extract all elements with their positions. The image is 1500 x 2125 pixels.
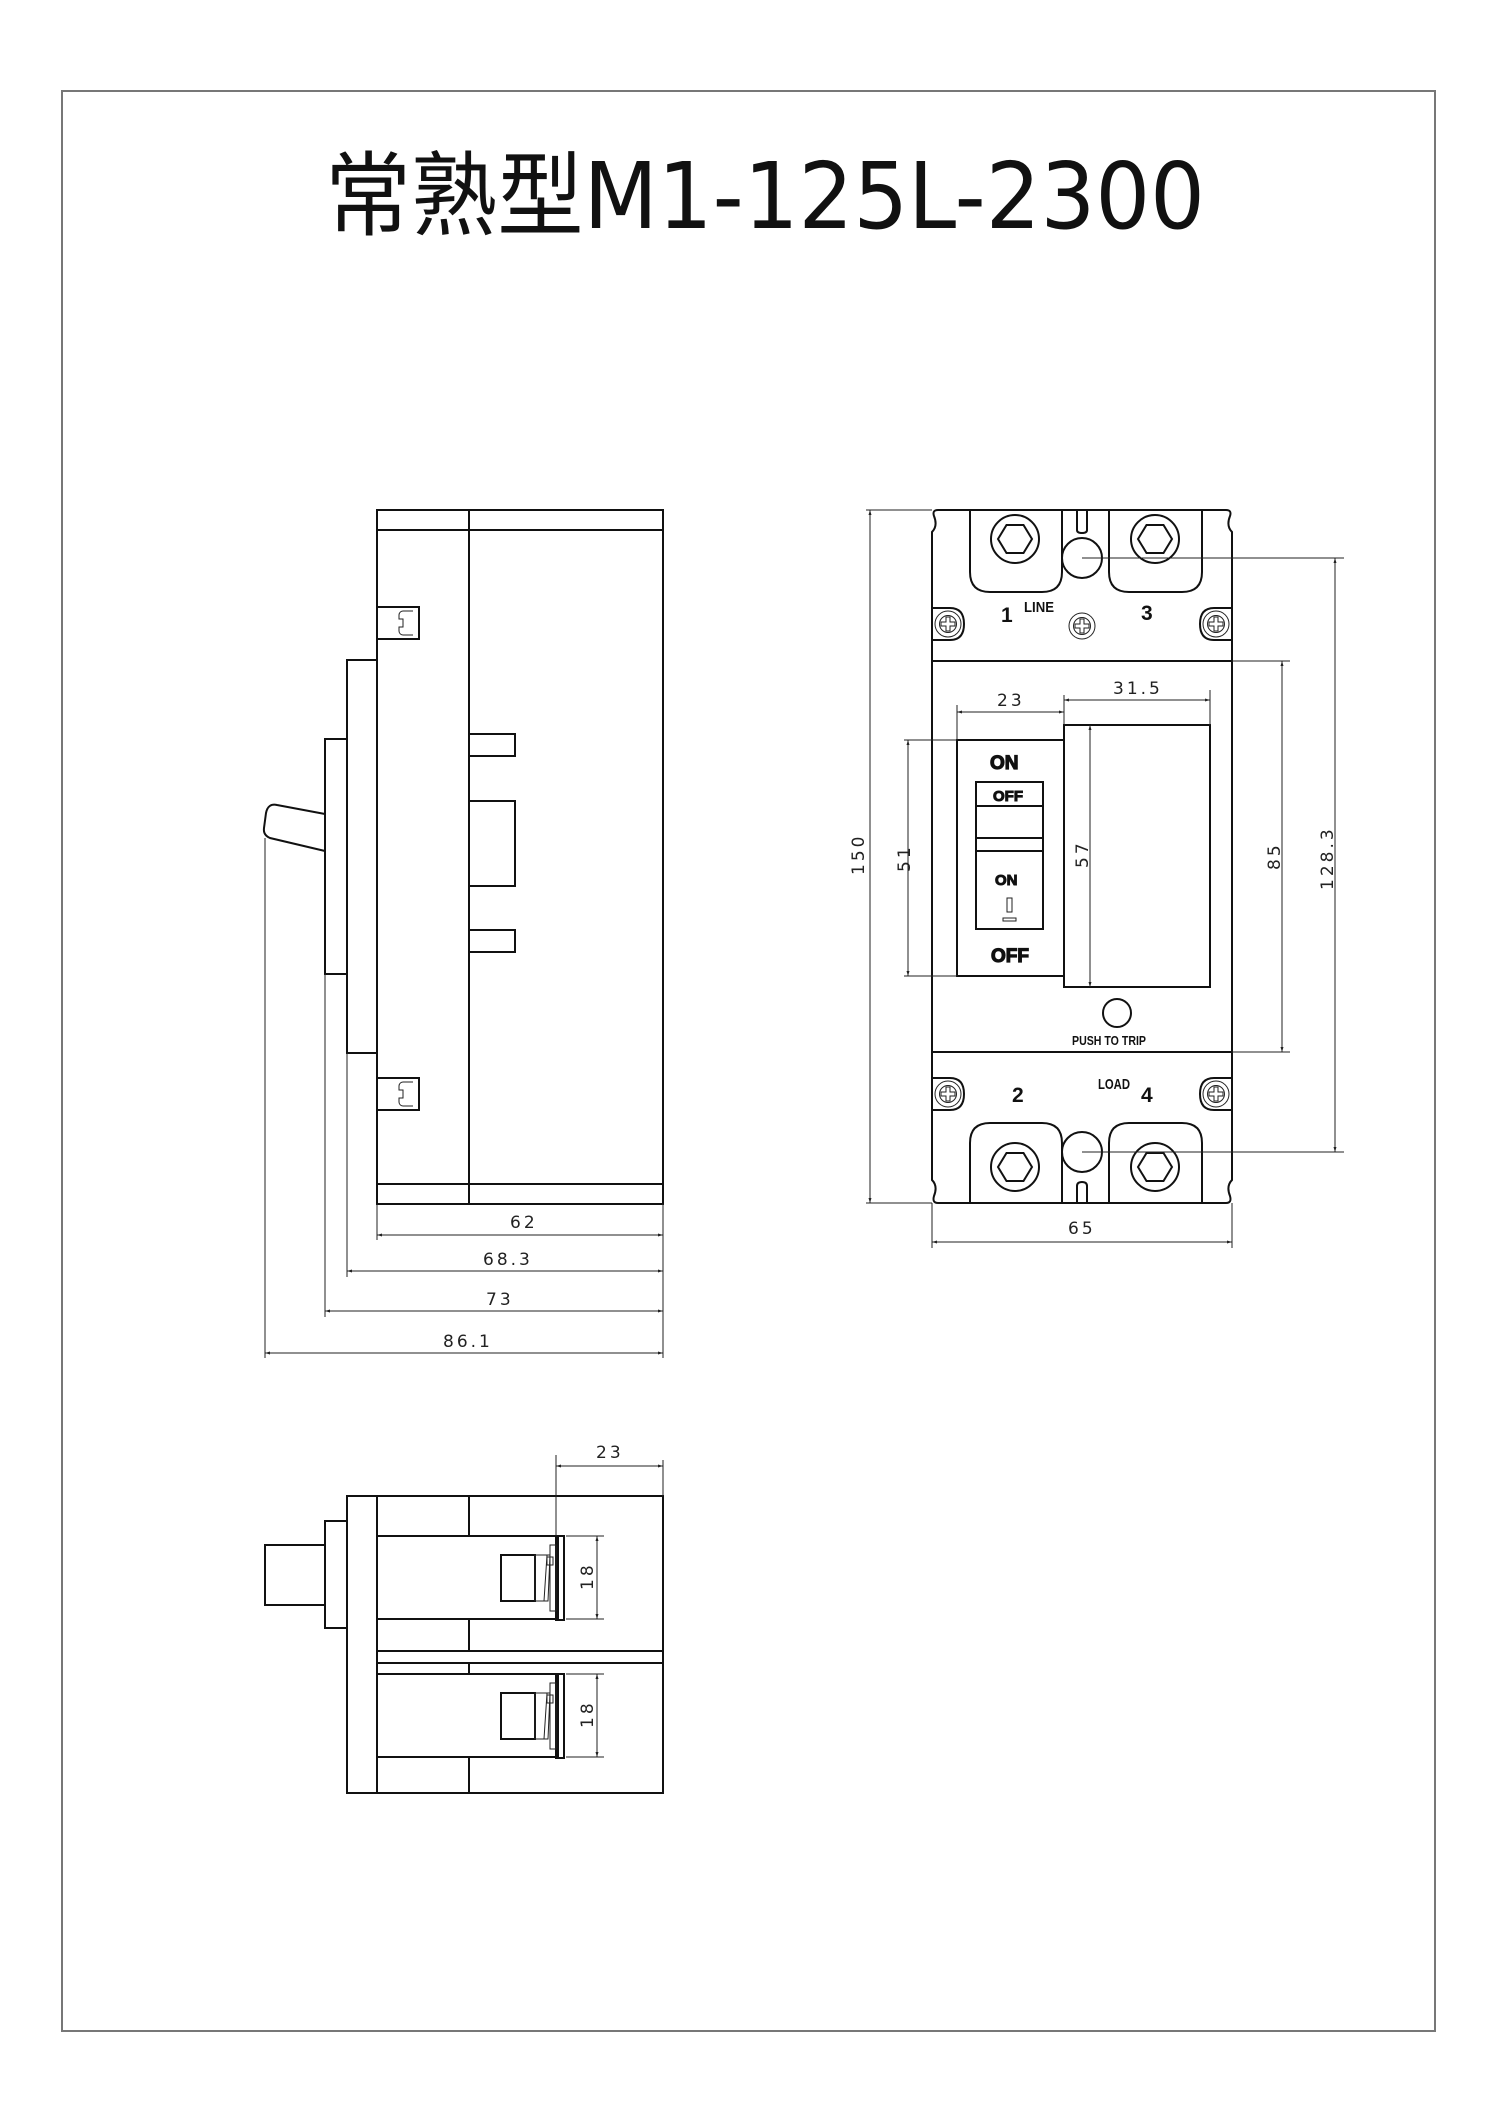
dim-bottom-18-upper: 18 (578, 1562, 598, 1590)
front-view: 1 LINE 3 ON OFF ON OFF PUSH TO TRIP 2 LO… (849, 509, 1344, 1248)
drawing-title: 常熟型M1-125L-2300 (325, 143, 1205, 250)
switch-off-bottom: OFF (991, 946, 1029, 967)
switch-off-top: OFF (993, 788, 1023, 805)
dim-front-65: 65 (1068, 1219, 1096, 1239)
dim-side-73: 73 (486, 1290, 514, 1310)
label-load: LOAD (1098, 1076, 1130, 1093)
dim-front-85: 85 (1265, 842, 1285, 870)
dim-front-23: 23 (997, 691, 1025, 711)
dim-front-150: 150 (849, 834, 869, 875)
label-terminal-3: 3 (1141, 602, 1153, 625)
dim-side-86-1: 86.1 (443, 1332, 493, 1352)
bottom-view: 23 18 18 (264, 1443, 664, 1794)
page-border (61, 90, 1436, 2032)
dim-bottom-18-lower: 18 (578, 1700, 598, 1728)
switch-on-top: ON (990, 753, 1019, 774)
label-line: LINE (1024, 599, 1054, 616)
toggle-handle (975, 781, 1044, 930)
dim-front-57: 57 (1073, 840, 1093, 868)
label-push-to-trip: PUSH TO TRIP (1072, 1033, 1146, 1048)
dim-side-62: 62 (510, 1213, 538, 1233)
label-terminal-2: 2 (1012, 1084, 1024, 1107)
dim-front-128-3: 128.3 (1318, 826, 1338, 890)
dim-bottom-23: 23 (596, 1443, 624, 1463)
label-terminal-4: 4 (1141, 1084, 1153, 1107)
side-view: 62 68.3 73 86.1 (262, 509, 664, 1358)
dim-side-68-3: 68.3 (483, 1250, 533, 1270)
on-symbol (1006, 897, 1013, 913)
label-terminal-1: 1 (1001, 604, 1013, 627)
push-to-trip-button (1102, 998, 1132, 1028)
dim-front-51: 51 (895, 844, 915, 872)
switch-on-mid: ON (995, 872, 1018, 889)
dim-front-31-5: 31.5 (1113, 679, 1163, 699)
